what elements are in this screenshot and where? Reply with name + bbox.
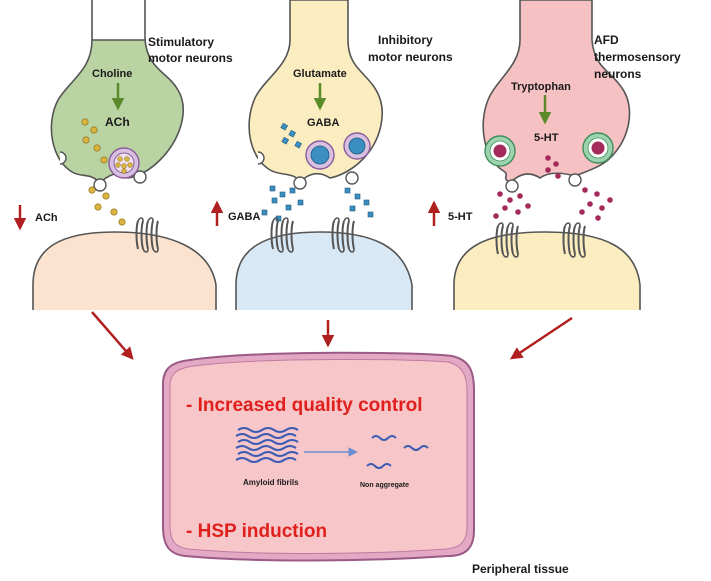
- peripheral-tissue: - Increased quality control Amyloid fibr…: [162, 351, 475, 562]
- inhibitory-transmitter-label: GABA: [307, 117, 339, 129]
- inhibitory-title-line1: Inhibitory: [378, 33, 433, 47]
- stimulatory-release-label: ACh: [35, 212, 58, 224]
- ach-vesicle: [108, 147, 140, 179]
- afd-title-line2: thermosensory: [594, 50, 681, 64]
- inhibitory-neuron: Glutamate GABA Inhibitory motor neurons: [210, 0, 453, 310]
- peripheral-tissue-inner: [169, 358, 468, 554]
- afd-title-line3: neurons: [594, 67, 642, 81]
- arrow-stimulatory-to-tissue: [91, 311, 134, 360]
- stimulatory-precursor-label: Choline: [92, 68, 132, 80]
- quality-control-text: - Increased quality control: [186, 395, 423, 416]
- amyloid-fibrils-icon: [235, 427, 299, 463]
- peripheral-tissue-caption: Peripheral tissue: [472, 562, 569, 576]
- serotonin-molecules: [493, 155, 613, 221]
- hsp-induction-text: - HSP induction: [186, 521, 327, 542]
- afd-postsynaptic-cell: [453, 231, 641, 310]
- inhibitory-precursor-label: Glutamate: [293, 68, 347, 80]
- afd-neuron: Tryptophan 5-HT AFD thermosensory neuron…: [427, 0, 681, 310]
- inhibitory-release-label: GABA: [228, 211, 260, 223]
- afd-precursor-label: Tryptophan: [511, 81, 571, 93]
- gaba-vesicle-1: [305, 140, 335, 170]
- amyloid-fibrils-label: Amyloid fibrils: [243, 478, 299, 487]
- serotonin-vesicle-1: [484, 135, 516, 167]
- inhibitory-title-line2: motor neurons: [368, 50, 453, 64]
- stimulatory-transmitter-label: ACh: [105, 115, 130, 129]
- stimulatory-postsynaptic-cell: [32, 231, 217, 310]
- afd-release-label: 5-HT: [448, 211, 473, 223]
- afd-transmitter-label: 5-HT: [534, 132, 559, 144]
- gaba-molecules: [261, 122, 374, 222]
- non-aggregate-icon: [366, 435, 429, 469]
- arrow-afd-to-tissue: [509, 316, 573, 360]
- ach-molecules: [81, 118, 126, 226]
- stimulatory-title-line1: Stimulatory: [148, 35, 214, 49]
- afd-title-line1: AFD: [594, 33, 619, 47]
- gaba-vesicle-2: [343, 132, 371, 160]
- non-aggregate-label: Non aggregate: [360, 482, 409, 489]
- serotonin-vesicle-2: [582, 132, 614, 164]
- stimulatory-title-line2: motor neurons: [148, 51, 233, 65]
- stimulatory-neuron: Choline ACh Stimulatory motor neurons AC…: [13, 0, 233, 310]
- inhibitory-postsynaptic-cell: [235, 231, 413, 310]
